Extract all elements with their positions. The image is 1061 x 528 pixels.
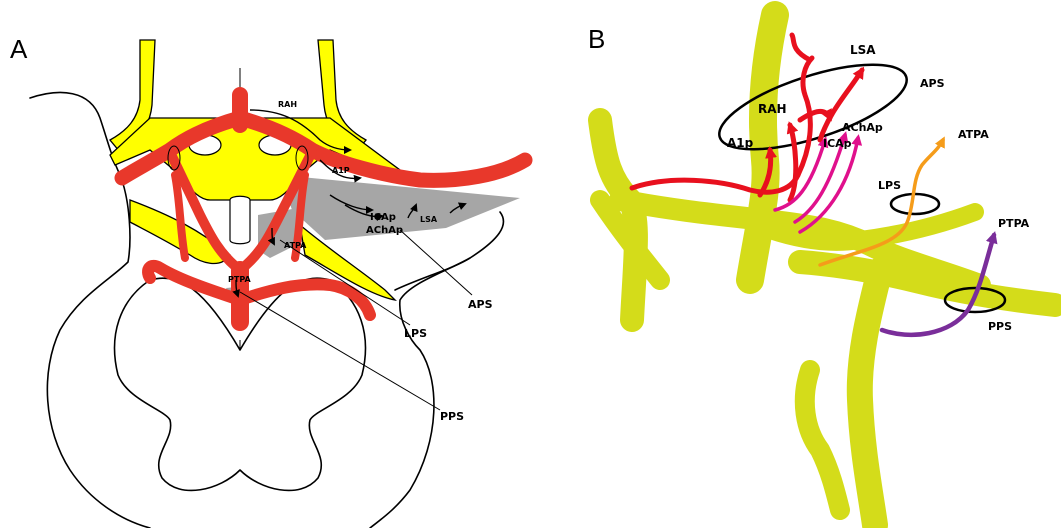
label-aps-a: APS	[468, 298, 493, 311]
leader-pps	[240, 292, 440, 410]
label-ptpa-a: PTPA	[228, 275, 251, 284]
label-rah-a: RAH	[278, 100, 297, 109]
label-pps-a: PPS	[440, 410, 464, 423]
panel-b-letter: B	[588, 24, 605, 54]
panel-b: B	[588, 15, 1055, 525]
label-achap-a: AChAp	[366, 225, 403, 236]
label-icap-b: ICAp	[823, 137, 852, 150]
label-ptpa-b: PTPA	[998, 217, 1030, 230]
label-lps-a: LPS	[404, 327, 427, 340]
red-perforators	[632, 35, 862, 200]
label-a1p-b: A1p	[727, 136, 754, 150]
label-rah-b: RAH	[758, 102, 787, 116]
label-a1p-a: A1P	[332, 166, 350, 175]
label-atpa-b: ATPA	[958, 128, 989, 141]
label-lps-b: LPS	[878, 179, 901, 192]
label-lsa-b: LSA	[850, 43, 876, 57]
lps-ring	[891, 194, 939, 214]
brain-outline-right	[370, 212, 503, 528]
label-icap-a: ICAp	[370, 212, 396, 223]
panel-a: A	[10, 34, 525, 528]
olive-vessels	[600, 15, 1055, 525]
temporal-lobe-outline	[395, 258, 470, 290]
label-aps-b: APS	[920, 77, 945, 90]
label-pps-b: PPS	[988, 320, 1012, 333]
label-lsa-a: LSA	[420, 215, 438, 224]
label-achap-b: AChAp	[842, 121, 883, 134]
label-atpa-a: ATPA	[284, 241, 307, 250]
panel-a-letter: A	[10, 34, 28, 64]
